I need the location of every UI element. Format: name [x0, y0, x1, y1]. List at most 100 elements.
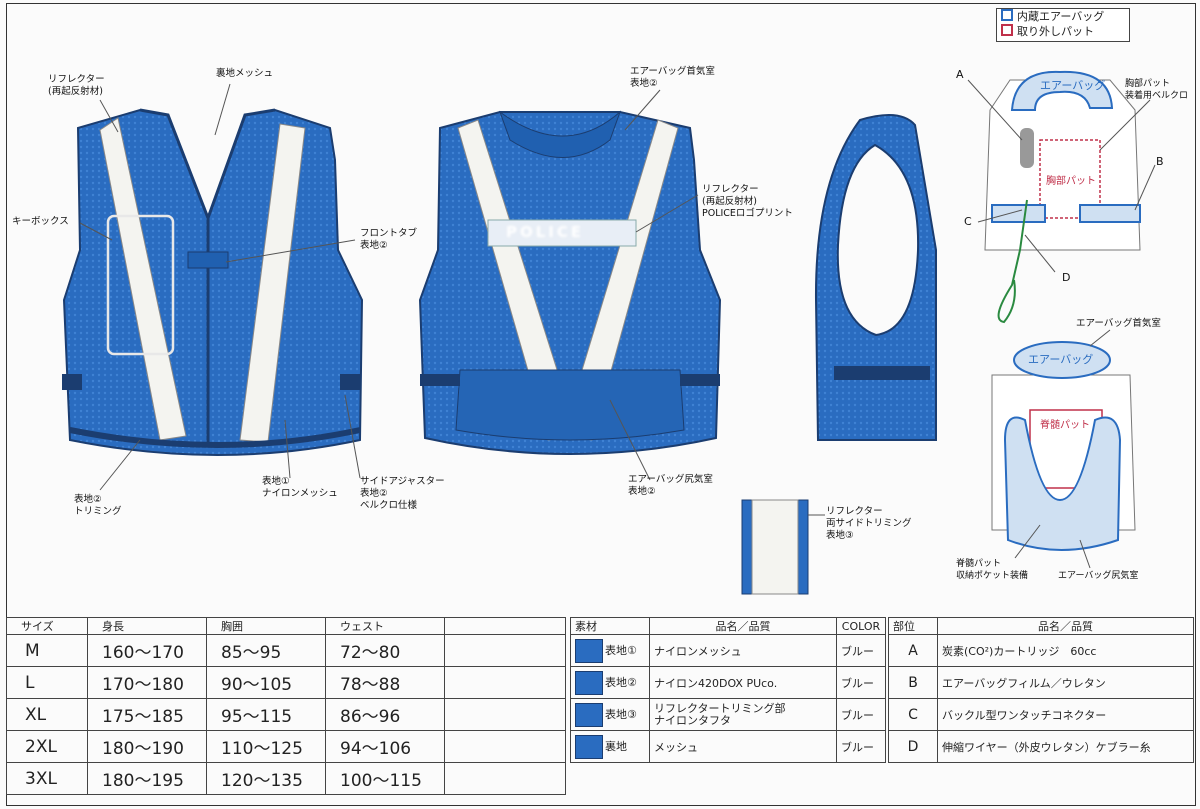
material-cell: 表地②: [570, 666, 650, 699]
material-swatch: [575, 638, 603, 663]
airbag-back-neck-chamber: [1013, 341, 1111, 379]
size-cell: L: [6, 666, 88, 699]
part-id-cell: C: [888, 698, 938, 731]
material-name-cell: ナイロンメッシュ: [649, 634, 837, 667]
material-label: 裏地: [605, 739, 627, 753]
back-hip-airbag: [455, 369, 685, 441]
size-cell: 2XL: [6, 730, 88, 763]
airbag-neck-chamber: [1010, 70, 1114, 111]
blank-cell: [444, 698, 566, 731]
part-id-cell: D: [888, 730, 938, 763]
callout-leader-lines: [79, 79, 1156, 569]
size-header-height: 身長: [87, 617, 207, 635]
label-spine-pad-pocket: 脊髄パット 収納ポケット装備: [956, 559, 1029, 581]
material-color-cell: ブルー: [836, 634, 886, 667]
material-name-cell: ナイロン420DOX PUco.: [649, 666, 837, 699]
waist-cell: 100〜115: [325, 762, 445, 795]
blank-cell: [444, 634, 566, 667]
part-name-cell: 伸縮ワイヤー（外皮ウレタン）ケブラー糸: [937, 730, 1194, 763]
material-header-color: COLOR: [836, 617, 886, 635]
label-airbag-word: エアーバッグ: [1040, 79, 1106, 92]
chest-cell: 120〜135: [206, 762, 326, 795]
height-cell: 170〜180: [87, 666, 207, 699]
part-header-part: 部位: [888, 617, 938, 635]
size-header-waist: ウェスト: [325, 617, 445, 635]
back-adjuster-left: [420, 374, 460, 386]
table-row: 表地① ナイロンメッシュブルー: [570, 634, 886, 667]
label-airbag-neck-right: エアーバッグ首気室: [1076, 318, 1161, 329]
material-label: 表地①: [605, 643, 637, 657]
legend-airbag: 内蔵エアーバッグ: [997, 9, 1129, 24]
label-mesh-lining: 裏地メッシュ: [216, 68, 274, 79]
reflector-trim-swatch: [741, 499, 809, 595]
pull-cord-wire: [997, 199, 1028, 324]
label-airbag-word2: エアーバッグ: [1028, 353, 1094, 366]
key-box-pocket: [106, 214, 175, 356]
pad-legend-swatch: [1001, 24, 1013, 36]
police-logo-text: POLICE: [506, 223, 585, 241]
label-point-a: A: [956, 68, 964, 81]
part-name-cell: エアーバッグフィルム／ウレタン: [937, 666, 1194, 699]
blank-cell: [444, 762, 566, 795]
label-surface2-trim: 表地② トリミング: [74, 494, 122, 517]
chest-cell: 90〜105: [206, 666, 326, 699]
height-cell: 175〜185: [87, 698, 207, 731]
side-adjuster-left: [62, 374, 82, 390]
size-header-blank: [444, 617, 566, 635]
waist-cell: 94〜106: [325, 730, 445, 763]
side-adjuster-right: [340, 374, 360, 390]
back-adjuster-right: [680, 374, 720, 386]
material-color-cell: ブルー: [836, 698, 886, 731]
airbag-vest-outline-top: [984, 79, 1141, 251]
label-chest-pad-word: 胸部パット: [1046, 176, 1096, 187]
waist-cell: 86〜96: [325, 698, 445, 731]
front-vest-illustration: [62, 108, 364, 456]
part-header-name: 品名／品質: [937, 617, 1194, 635]
size-cell: 3XL: [6, 762, 88, 795]
material-swatch: [575, 702, 603, 727]
chest-pad-outline: [1039, 139, 1101, 219]
chest-cell: 110〜125: [206, 730, 326, 763]
side-view-illustration: [814, 114, 937, 441]
table-row: 裏地メッシュブルー: [570, 730, 886, 763]
height-cell: 180〜190: [87, 730, 207, 763]
label-reflector-front: リフレクター (再起反射材): [48, 74, 105, 97]
material-header-material: 素材: [570, 617, 650, 635]
airbag-back-diagram: [991, 341, 1136, 551]
waist-cell: 72〜80: [325, 634, 445, 667]
size-table-header: サイズ 身長 胸囲 ウェスト: [6, 617, 566, 635]
spec-sheet-frame: [6, 3, 1196, 806]
part-table-header: 部位 品名／品質: [888, 617, 1194, 635]
height-cell: 160〜170: [87, 634, 207, 667]
size-cell: M: [6, 634, 88, 667]
material-header-name: 品名／品質: [649, 617, 837, 635]
legend-pad: 取り外しパット: [997, 24, 1129, 39]
material-cell: 表地①: [570, 634, 650, 667]
blank-cell: [444, 666, 566, 699]
material-label: 表地③: [605, 707, 637, 721]
material-cell: 裏地: [570, 730, 650, 763]
chest-cell: 85〜95: [206, 634, 326, 667]
height-cell: 180〜195: [87, 762, 207, 795]
label-chest-pad-velcro: 胸部パット 装着用ベルクロ: [1125, 79, 1189, 101]
back-neck-airbag: [498, 110, 622, 158]
side-view-armhole: [836, 143, 920, 337]
airbag-legend-swatch: [1001, 9, 1013, 21]
part-id-cell: B: [888, 666, 938, 699]
police-logo-box: [487, 219, 637, 247]
part-name-cell: バックル型ワンタッチコネクター: [937, 698, 1194, 731]
material-swatch: [575, 734, 603, 759]
blank-cell: [444, 730, 566, 763]
size-header-size: サイズ: [6, 617, 88, 635]
co2-cartridge: [1020, 128, 1034, 168]
side-view-strap: [834, 366, 930, 380]
